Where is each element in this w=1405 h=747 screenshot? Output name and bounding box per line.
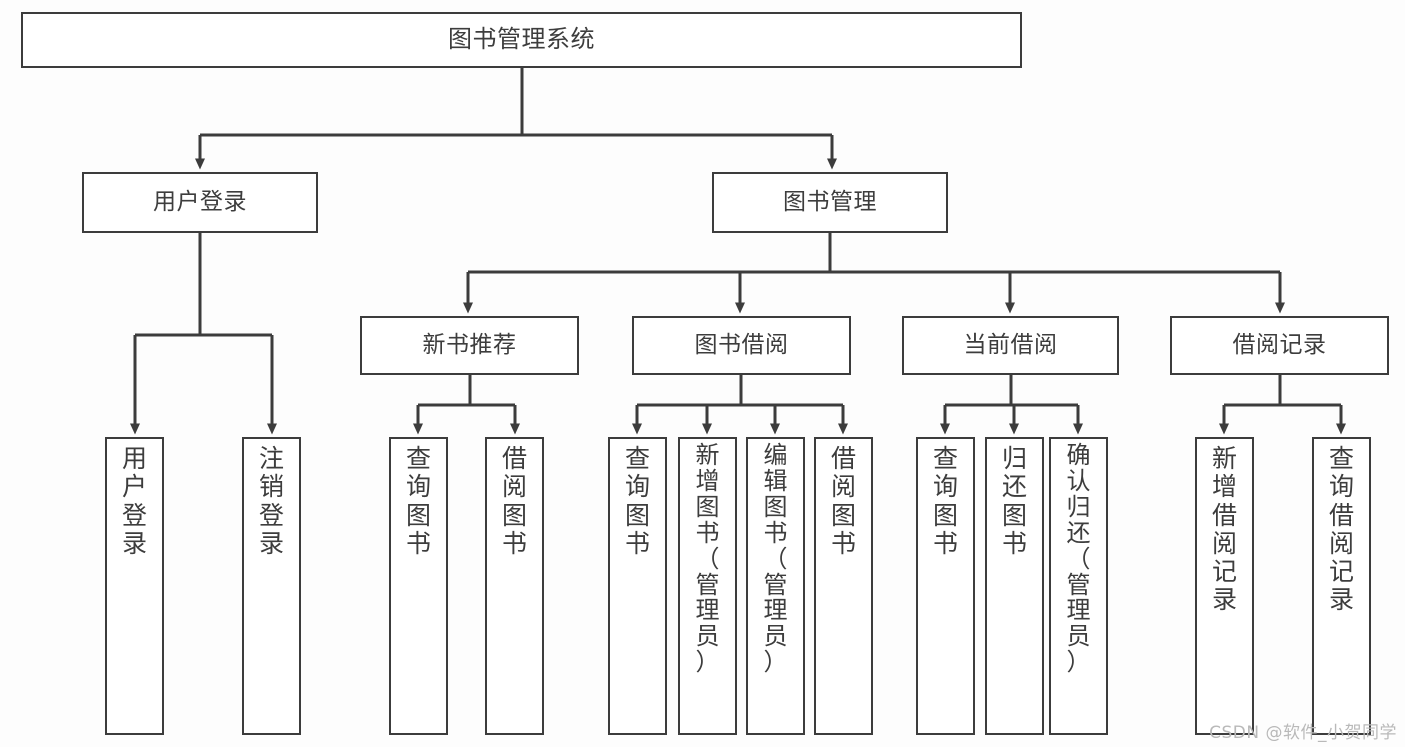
leaf-edit-book-admin-label: 编 辑 图 书 （ 管 理 员 ） bbox=[763, 441, 788, 677]
leaf-add-borrow-record[interactable]: 新 增 借 阅 记 录 bbox=[1195, 437, 1254, 735]
leaf-query-book-newbook-label: 查 询 图 书 bbox=[405, 444, 431, 558]
leaf-return-book[interactable]: 归 还 图 书 bbox=[985, 437, 1044, 735]
leaf-query-book-current-label: 查 询 图 书 bbox=[932, 444, 958, 558]
leaf-confirm-return-admin[interactable]: 确 认 归 还 （ 管 理 员 ） bbox=[1049, 437, 1108, 735]
leaf-query-borrow-record-label: 查 询 借 阅 记 录 bbox=[1328, 444, 1354, 615]
node-user-login[interactable]: 用户登录 bbox=[82, 172, 318, 233]
leaf-edit-book-admin[interactable]: 编 辑 图 书 （ 管 理 员 ） bbox=[746, 437, 805, 735]
leaf-query-book-borrow[interactable]: 查 询 图 书 bbox=[608, 437, 667, 735]
leaf-query-book-current[interactable]: 查 询 图 书 bbox=[916, 437, 975, 735]
leaf-query-book-borrow-label: 查 询 图 书 bbox=[624, 444, 650, 558]
leaf-add-book-admin-label: 新 增 图 书 （ 管 理 员 ） bbox=[695, 441, 720, 677]
leaf-borrow-book-newbook[interactable]: 借 阅 图 书 bbox=[485, 437, 544, 735]
leaf-logout[interactable]: 注 销 登 录 bbox=[242, 437, 301, 735]
leaf-query-borrow-record[interactable]: 查 询 借 阅 记 录 bbox=[1312, 437, 1371, 735]
leaf-return-book-label: 归 还 图 书 bbox=[1001, 444, 1027, 558]
leaf-borrow-book-newbook-label: 借 阅 图 书 bbox=[501, 444, 527, 558]
leaf-user-login[interactable]: 用 户 登 录 bbox=[105, 437, 164, 735]
node-current-borrow-label: 当前借阅 bbox=[963, 332, 1058, 359]
node-new-book-recommend-label: 新书推荐 bbox=[422, 332, 517, 359]
leaf-borrow-book[interactable]: 借 阅 图 书 bbox=[814, 437, 873, 735]
node-borrow-record-label: 借阅记录 bbox=[1232, 332, 1327, 359]
leaf-confirm-return-admin-label: 确 认 归 还 （ 管 理 员 ） bbox=[1066, 441, 1091, 677]
leaf-user-login-label: 用 户 登 录 bbox=[121, 444, 147, 558]
leaf-add-borrow-record-label: 新 增 借 阅 记 录 bbox=[1211, 444, 1237, 615]
node-book-management-label: 图书管理 bbox=[783, 189, 877, 216]
node-borrow-record[interactable]: 借阅记录 bbox=[1170, 316, 1389, 375]
node-new-book-recommend[interactable]: 新书推荐 bbox=[360, 316, 579, 375]
leaf-add-book-admin[interactable]: 新 增 图 书 （ 管 理 员 ） bbox=[678, 437, 737, 735]
node-current-borrow[interactable]: 当前借阅 bbox=[902, 316, 1119, 375]
node-book-borrow-label: 图书借阅 bbox=[694, 332, 789, 359]
node-book-management[interactable]: 图书管理 bbox=[712, 172, 948, 233]
leaf-logout-label: 注 销 登 录 bbox=[258, 444, 284, 558]
node-root[interactable]: 图书管理系统 bbox=[21, 12, 1022, 68]
watermark: CSDN @软件_小贺同学 bbox=[1209, 723, 1397, 743]
leaf-borrow-book-label: 借 阅 图 书 bbox=[830, 444, 856, 558]
leaf-query-book-newbook[interactable]: 查 询 图 书 bbox=[389, 437, 448, 735]
node-book-borrow[interactable]: 图书借阅 bbox=[632, 316, 851, 375]
node-user-login-label: 用户登录 bbox=[153, 189, 247, 216]
node-root-label: 图书管理系统 bbox=[448, 25, 595, 54]
